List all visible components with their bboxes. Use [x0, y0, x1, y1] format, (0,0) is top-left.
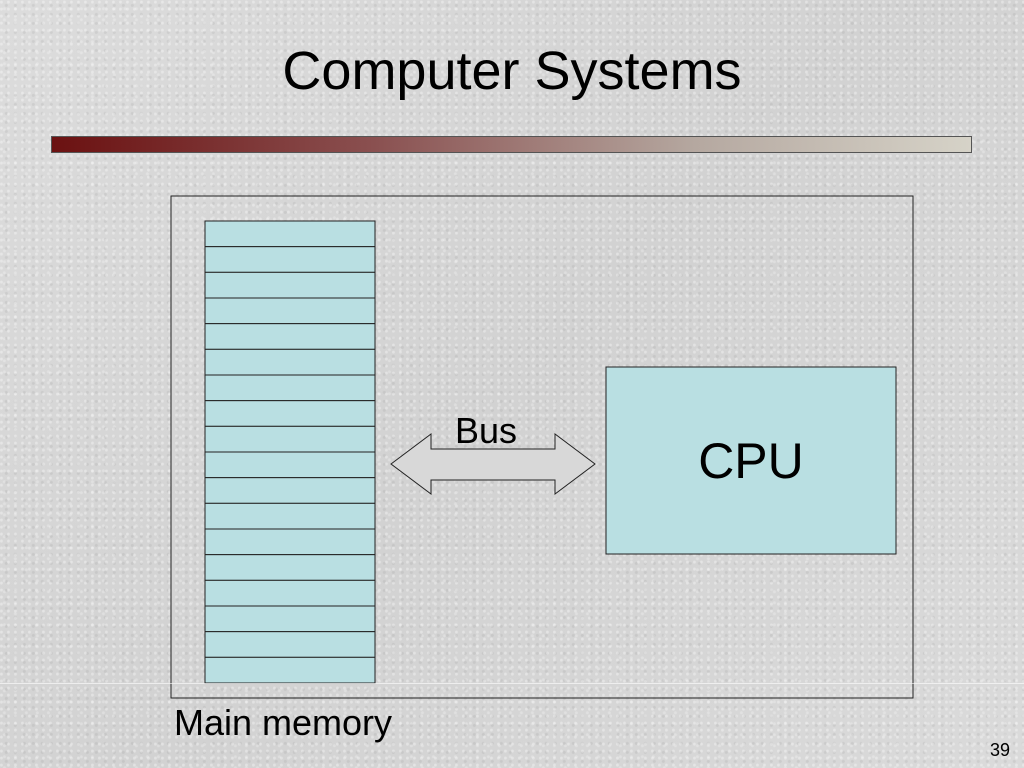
slide-number: 39	[990, 740, 1011, 760]
memory-cell	[204, 220, 376, 248]
cpu-label: CPU	[698, 433, 804, 489]
memory-cell	[204, 554, 376, 581]
memory-cell	[204, 425, 376, 453]
memory-cell	[204, 271, 376, 299]
memory-cell	[204, 348, 376, 376]
memory-cell	[204, 400, 376, 427]
footer-divider	[0, 683, 1024, 684]
cpu-box	[605, 366, 897, 555]
memory-cell	[204, 605, 376, 633]
system-boundary	[170, 195, 914, 699]
memory-cell	[204, 656, 376, 684]
bus-label: Bus	[455, 410, 518, 451]
memory-cell	[204, 477, 376, 504]
memory-cell	[204, 528, 376, 556]
memory-cell	[204, 451, 376, 479]
title-divider-bar	[51, 136, 972, 153]
memory-cell	[204, 631, 376, 658]
bus-arrow	[390, 433, 596, 495]
memory-cell	[204, 374, 376, 402]
main-memory-stack	[204, 220, 376, 684]
slide-title: Computer Systems	[282, 41, 742, 101]
memory-cell	[204, 579, 376, 607]
main-memory-label: Main memory	[174, 702, 393, 743]
memory-cell	[204, 502, 376, 530]
memory-cell	[204, 246, 376, 273]
memory-cell	[204, 323, 376, 350]
memory-cell	[204, 297, 376, 325]
